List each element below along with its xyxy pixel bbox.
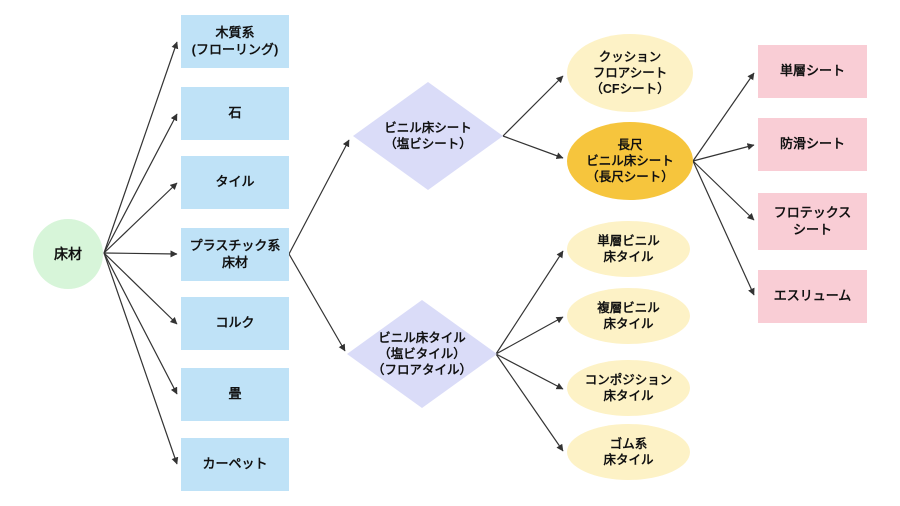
node-label: エスリューム bbox=[773, 288, 852, 304]
category-wood-flooring: 木質系 (フローリング) bbox=[181, 15, 289, 68]
root-floor-material: 床材 bbox=[33, 219, 103, 289]
product-eslium: エスリューム bbox=[758, 270, 867, 323]
product-single-layer-sheet: 単層シート bbox=[758, 45, 867, 98]
subtype-long-vinyl-floor-sheet: 長尺 ビニル床シート （長尺シート） bbox=[567, 122, 693, 200]
category-tile: タイル bbox=[181, 156, 289, 209]
node-label: コンポジション 床タイル bbox=[584, 372, 673, 403]
node-label: クッション フロアシート （CFシート） bbox=[590, 49, 670, 97]
plastic-to-decisions-arrows bbox=[288, 139, 350, 352]
category-carpet: カーペット bbox=[181, 438, 289, 491]
node-label: 石 bbox=[228, 105, 242, 121]
category-plastic-flooring: プラスチック系 床材 bbox=[181, 228, 289, 281]
subtype-single-layer-vinyl-tile: 単層ビニル 床タイル bbox=[567, 221, 690, 277]
vinyl-sheet-to-subtypes-arrows bbox=[502, 75, 564, 160]
product-flotex-sheet: フロテックス シート bbox=[758, 193, 867, 250]
node-label: 防滑シート bbox=[779, 136, 845, 152]
node-label: 木質系 (フローリング) bbox=[191, 24, 279, 57]
node-label: ゴム系 床タイル bbox=[603, 436, 654, 467]
category-stone: 石 bbox=[181, 87, 289, 140]
node-label: 畳 bbox=[228, 386, 242, 402]
node-label: ビニル床シート （塩ビシート） bbox=[384, 120, 472, 151]
node-label: 単層ビニル 床タイル bbox=[597, 233, 660, 264]
node-label: ビニル床タイル （塩ビタイル） （フロアタイル） bbox=[371, 330, 472, 378]
root-to-categories-arrows bbox=[103, 41, 179, 465]
node-label: コルク bbox=[215, 315, 255, 331]
subtype-cushion-floor-sheet: クッション フロアシート （CFシート） bbox=[567, 34, 693, 112]
category-cork: コルク bbox=[181, 297, 289, 350]
category-tatami: 畳 bbox=[181, 368, 289, 421]
subtype-rubber-floor-tile: ゴム系 床タイル bbox=[567, 424, 690, 480]
node-label: タイル bbox=[215, 174, 255, 190]
subtype-multi-layer-vinyl-tile: 複層ビニル 床タイル bbox=[567, 288, 690, 344]
product-anti-slip-sheet: 防滑シート bbox=[758, 118, 867, 171]
node-label: カーペット bbox=[202, 456, 268, 472]
node-label: フロテックス シート bbox=[773, 204, 852, 237]
node-label: 床材 bbox=[54, 245, 82, 262]
node-label: 単層シート bbox=[779, 63, 845, 79]
node-label: 長尺 ビニル床シート （長尺シート） bbox=[586, 137, 674, 185]
vinyl-tile-to-subtypes-arrows bbox=[495, 250, 564, 452]
node-label: 複層ビニル 床タイル bbox=[597, 300, 660, 331]
long-sheet-to-products-arrows bbox=[692, 72, 755, 296]
node-label: プラスチック系 床材 bbox=[189, 237, 281, 270]
subtype-composition-floor-tile: コンポジション 床タイル bbox=[567, 360, 690, 416]
